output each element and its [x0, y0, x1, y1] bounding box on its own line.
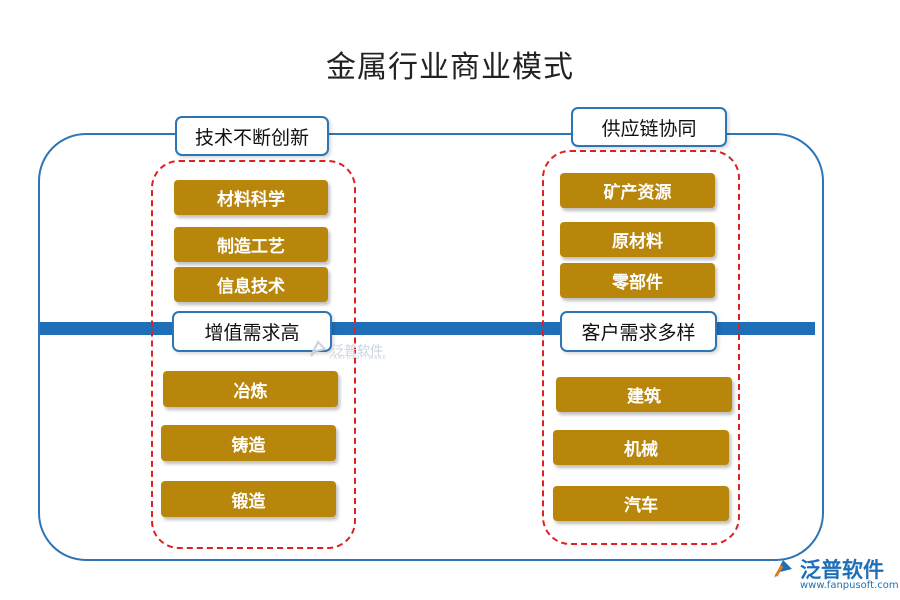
- brand-name: 泛普软件: [800, 558, 884, 582]
- item-information-technology: 信息技术: [174, 267, 328, 302]
- watermark: 泛普软件 FANPUSOFTWARE: [308, 339, 386, 361]
- item-manufacturing-process: 制造工艺: [174, 227, 328, 262]
- item-machinery: 机械: [553, 430, 729, 465]
- item-construction: 建筑: [556, 377, 732, 412]
- item-forging: 锻造: [161, 481, 336, 517]
- label-diverse-customer-demand: 客户需求多样: [560, 311, 717, 352]
- brand-logo: 泛普软件 www.fanpusoft.com: [770, 554, 899, 591]
- item-raw-materials: 原材料: [560, 222, 715, 257]
- right-dashed-group: [542, 150, 740, 545]
- item-automobile: 汽车: [553, 486, 729, 521]
- item-material-science: 材料科学: [174, 180, 328, 215]
- label-supply-chain: 供应链协同: [571, 107, 727, 147]
- label-high-value-demand: 增值需求高: [172, 311, 332, 352]
- left-dashed-group: [151, 160, 356, 549]
- brand-logo-icon: [774, 560, 792, 578]
- item-mineral-resources: 矿产资源: [560, 173, 715, 208]
- label-tech-innovation: 技术不断创新: [175, 116, 329, 156]
- watermark-name: 泛普软件: [331, 343, 384, 359]
- watermark-subtext: FANPUSOFTWARE: [330, 355, 387, 361]
- item-casting: 铸造: [161, 425, 336, 461]
- diagram-title: 金属行业商业模式: [326, 50, 574, 85]
- item-smelting: 冶炼: [163, 371, 338, 407]
- item-components: 零部件: [560, 263, 715, 298]
- watermark-logo-icon: [310, 340, 327, 357]
- brand-url: www.fanpusoft.com: [800, 580, 899, 591]
- outer-frame: [38, 133, 824, 561]
